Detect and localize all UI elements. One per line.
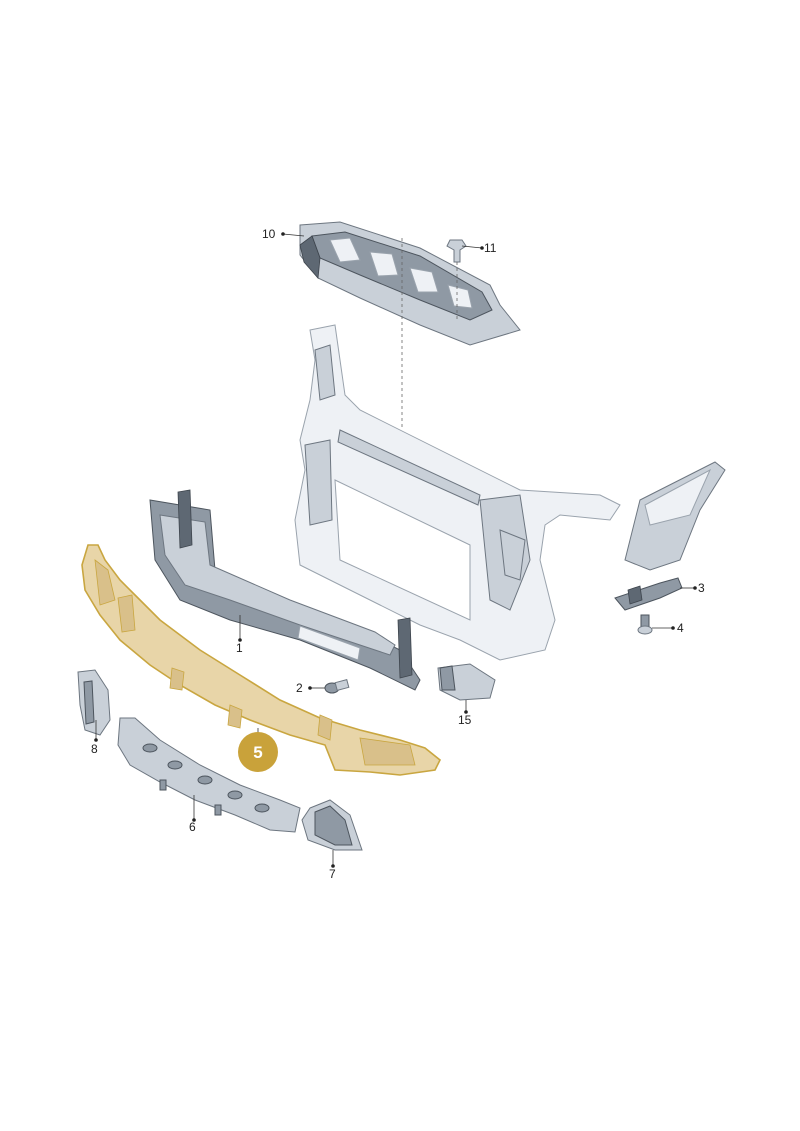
- part-2-bolt: [324, 678, 350, 694]
- callout-8: 8: [91, 742, 98, 756]
- part-15-bracket: [437, 663, 496, 701]
- callout-7: 7: [329, 867, 336, 881]
- part-3-bracket: [614, 577, 683, 611]
- part-5-energy-absorber: [81, 544, 442, 776]
- part-6-lower-absorber: [117, 717, 301, 833]
- callout-5: 5: [253, 743, 262, 762]
- callout-10: 10: [262, 227, 276, 241]
- side-deflector: [624, 461, 726, 571]
- radiator-support-frame: [294, 324, 621, 661]
- callout-5-circle: [238, 732, 278, 772]
- part-7-end-cap: [301, 799, 363, 851]
- callout-15: 15: [458, 713, 472, 727]
- part-11-clip: [446, 239, 467, 263]
- callout-11: 11: [484, 241, 497, 255]
- callout-5-badge: 5: [238, 732, 278, 772]
- callout-1: 1: [236, 641, 243, 655]
- callout-6: 6: [189, 820, 196, 834]
- callout-2: 2: [296, 681, 303, 695]
- part-4-bolt: [637, 614, 653, 635]
- leader-lines: [94, 232, 697, 868]
- part-8-bracket: [77, 669, 111, 736]
- callout-4: 4: [677, 621, 684, 635]
- part-1-crossmember: [149, 489, 421, 691]
- callout-3: 3: [698, 581, 705, 595]
